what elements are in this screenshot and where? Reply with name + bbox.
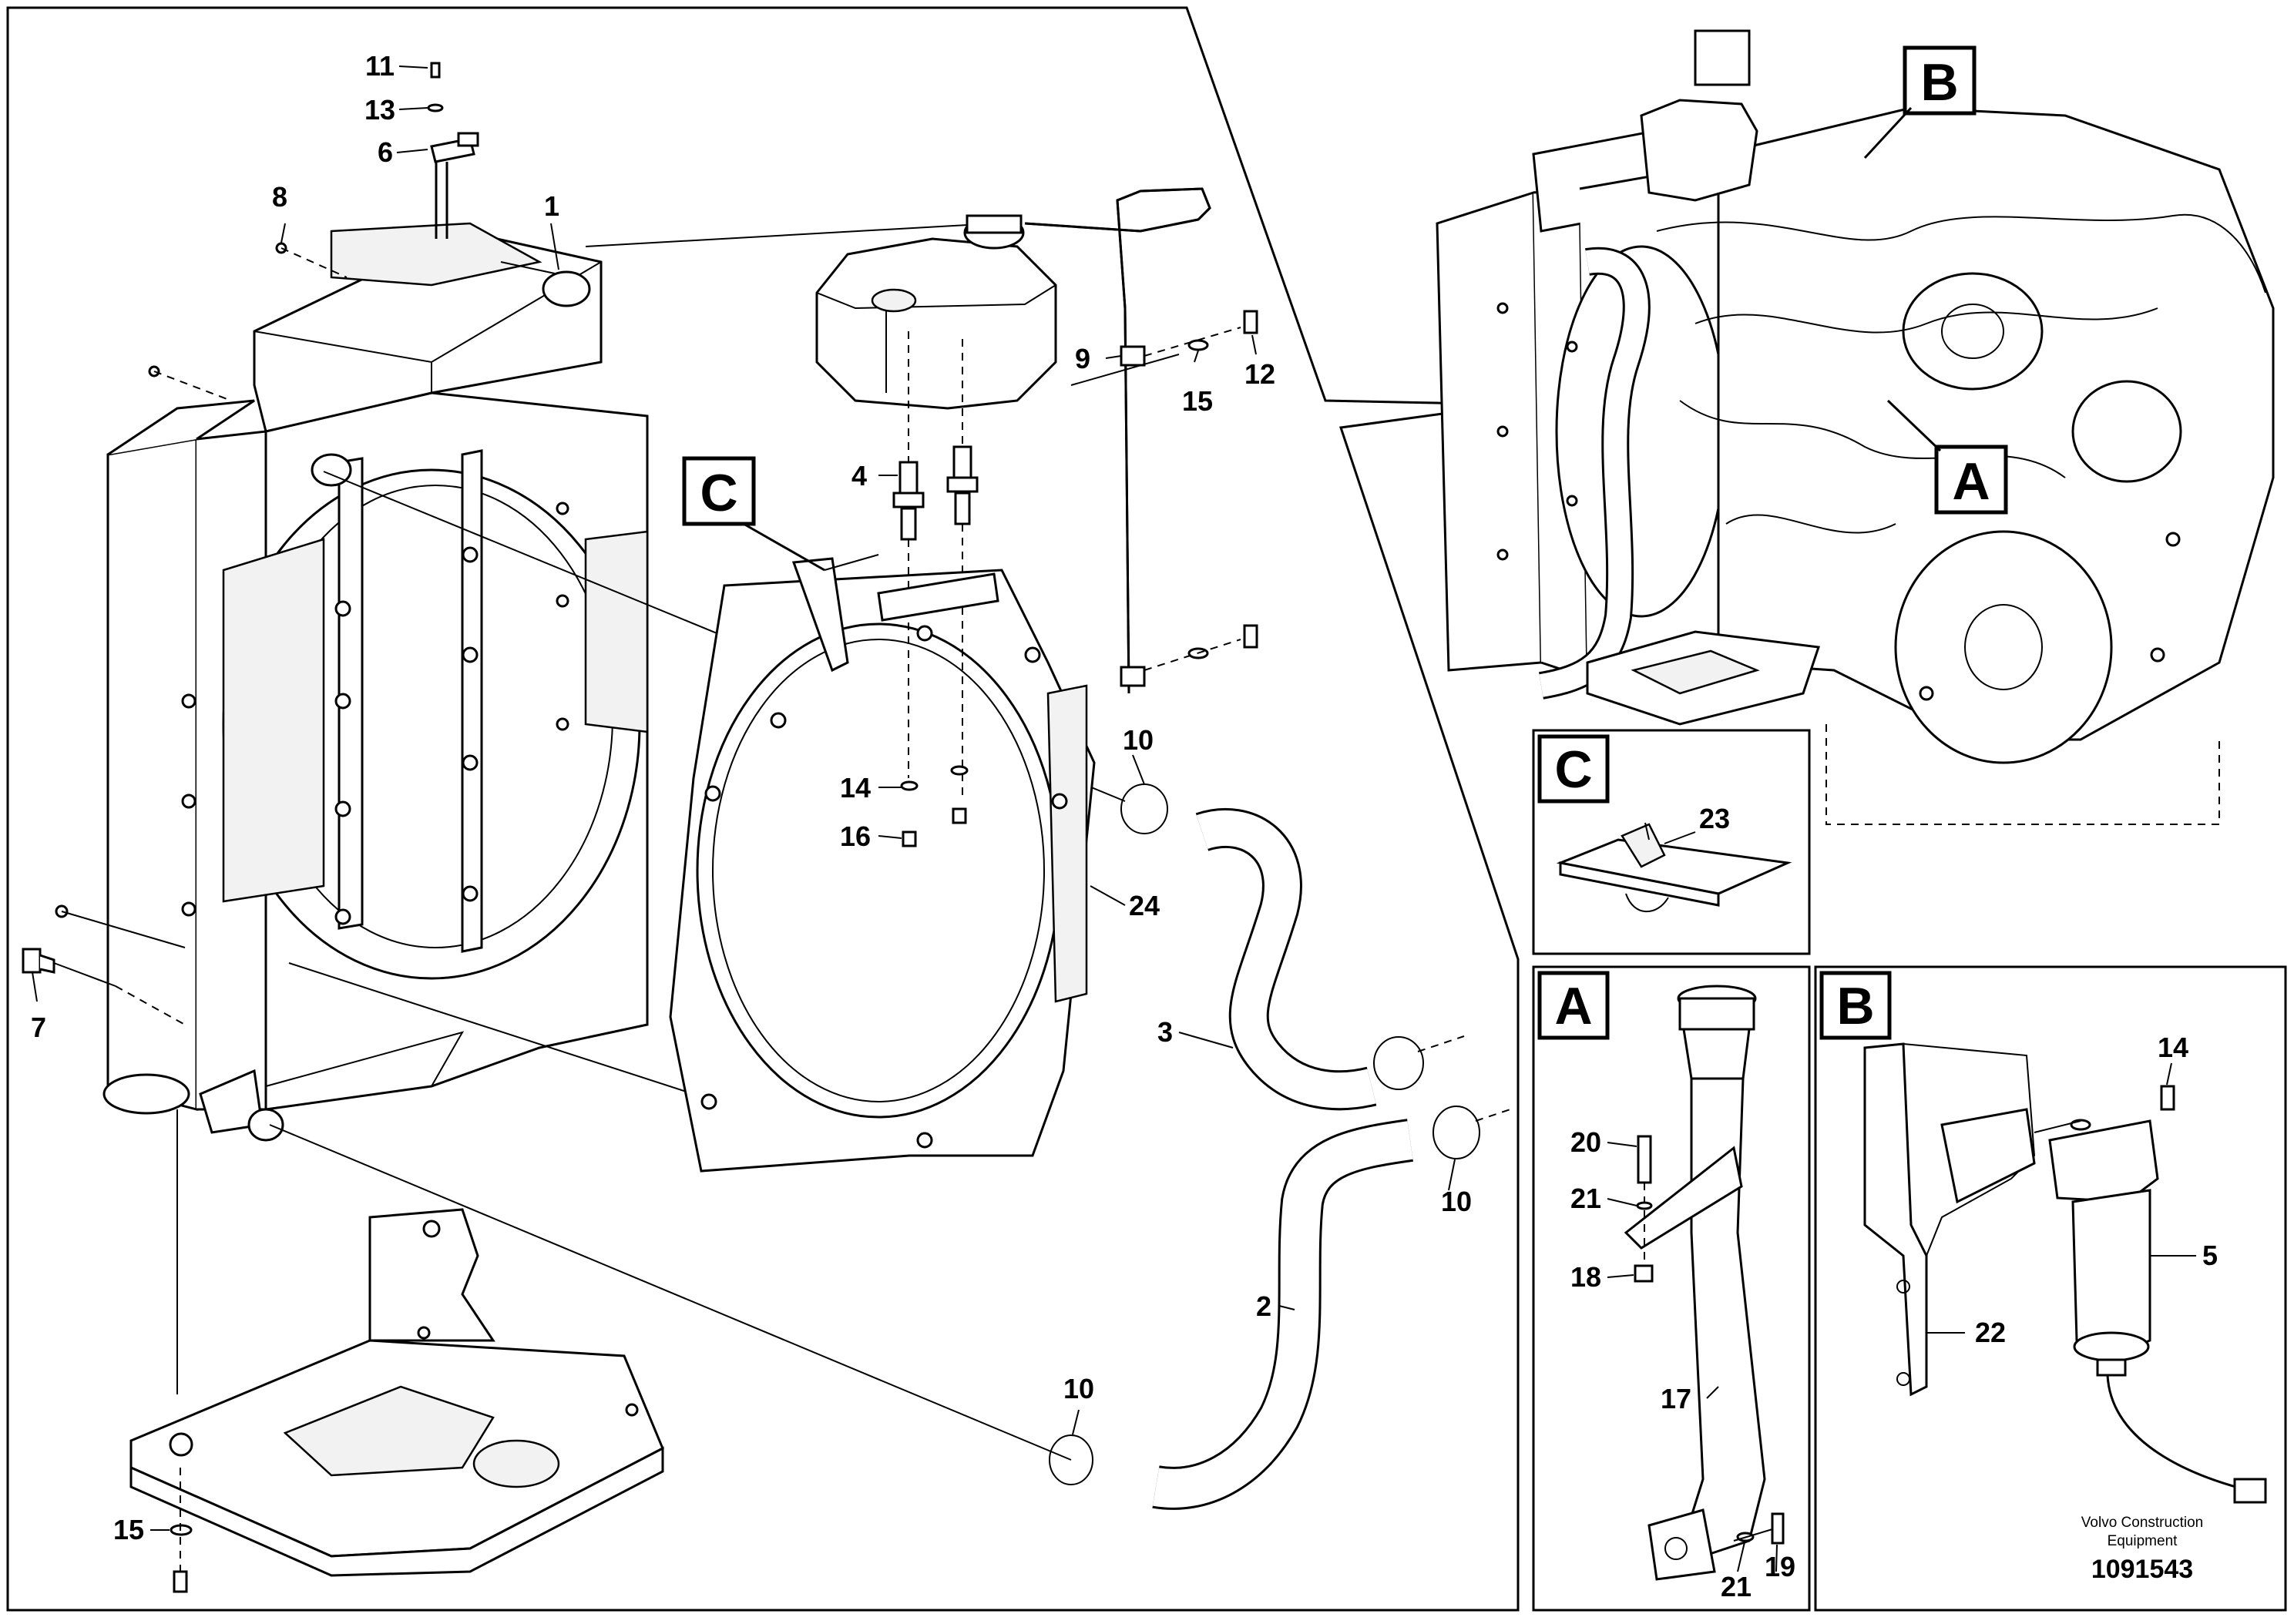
hose-connector-icon xyxy=(892,445,979,541)
callout-11: 11 xyxy=(365,50,395,82)
callout-10-right: 10 xyxy=(1441,1186,1472,1217)
filler-pipe-icon xyxy=(1624,985,1766,1581)
engine-overview-illustration xyxy=(1436,29,2275,825)
callout-7: 7 xyxy=(31,1012,46,1043)
view-marker-a: A xyxy=(1886,399,2008,515)
svg-text:C: C xyxy=(700,464,737,522)
view-marker-c: C xyxy=(682,456,825,572)
callout-15-bottom: 15 xyxy=(113,1514,144,1545)
detail-a-label: A xyxy=(1554,977,1592,1035)
detail-b-label: B xyxy=(1836,977,1874,1035)
document-number: 1091543 xyxy=(2091,1555,2193,1584)
manufacturer-line-2: Equipment xyxy=(2108,1533,2178,1549)
callout-9: 9 xyxy=(1075,343,1090,374)
callout-21-upper: 21 xyxy=(1570,1183,1601,1214)
svg-text:A: A xyxy=(1952,452,1990,511)
sensor-icon xyxy=(22,948,55,974)
callout-15-top: 15 xyxy=(1182,385,1213,417)
callout-2: 2 xyxy=(1256,1290,1271,1322)
callout-12: 12 xyxy=(1244,358,1275,390)
callout-3: 3 xyxy=(1157,1016,1173,1048)
hose-icon xyxy=(1195,808,1377,1111)
expansion-tank-icon xyxy=(815,214,1057,410)
callout-24: 24 xyxy=(1129,890,1160,921)
manufacturer-line-1: Volvo Construction xyxy=(2081,1515,2203,1531)
svg-text:B: B xyxy=(1920,53,1958,112)
view-marker-b: B xyxy=(1863,45,1977,159)
callout-16: 16 xyxy=(840,820,871,852)
sensor-icon xyxy=(430,132,479,163)
clip-icon xyxy=(1556,823,1792,913)
radiator-icon xyxy=(102,222,649,1142)
bracket-icon xyxy=(1863,1042,2036,1397)
callout-22: 22 xyxy=(1975,1317,2006,1348)
callout-23: 23 xyxy=(1699,803,1730,834)
detail-c-label: C xyxy=(1554,740,1592,799)
callout-19: 19 xyxy=(1765,1551,1795,1582)
callout-17: 17 xyxy=(1661,1383,1691,1414)
detail-b-frame xyxy=(1814,965,2287,1612)
fan-shroud-icon xyxy=(669,569,1096,1173)
callout-14-detail-b: 14 xyxy=(2158,1032,2188,1063)
callout-13: 13 xyxy=(364,94,395,126)
detail-c-frame xyxy=(1532,729,1811,955)
detail-a-frame xyxy=(1532,965,1811,1612)
hose-icon xyxy=(1152,1119,1413,1510)
main-frame xyxy=(6,6,1520,1612)
callout-4: 4 xyxy=(851,460,867,492)
callout-18: 18 xyxy=(1570,1261,1601,1293)
callout-5: 5 xyxy=(2202,1240,2218,1271)
callout-6: 6 xyxy=(378,136,393,168)
mounting-plate-icon xyxy=(129,1208,664,1577)
coolant-filter-icon xyxy=(2048,1119,2267,1504)
callout-20: 20 xyxy=(1570,1126,1601,1158)
callout-21-lower: 21 xyxy=(1721,1571,1752,1602)
callout-1: 1 xyxy=(544,190,559,222)
callout-14-main: 14 xyxy=(840,772,871,804)
callout-10-upper: 10 xyxy=(1123,724,1154,756)
callout-10-lower: 10 xyxy=(1063,1373,1094,1404)
callout-8: 8 xyxy=(272,181,287,213)
